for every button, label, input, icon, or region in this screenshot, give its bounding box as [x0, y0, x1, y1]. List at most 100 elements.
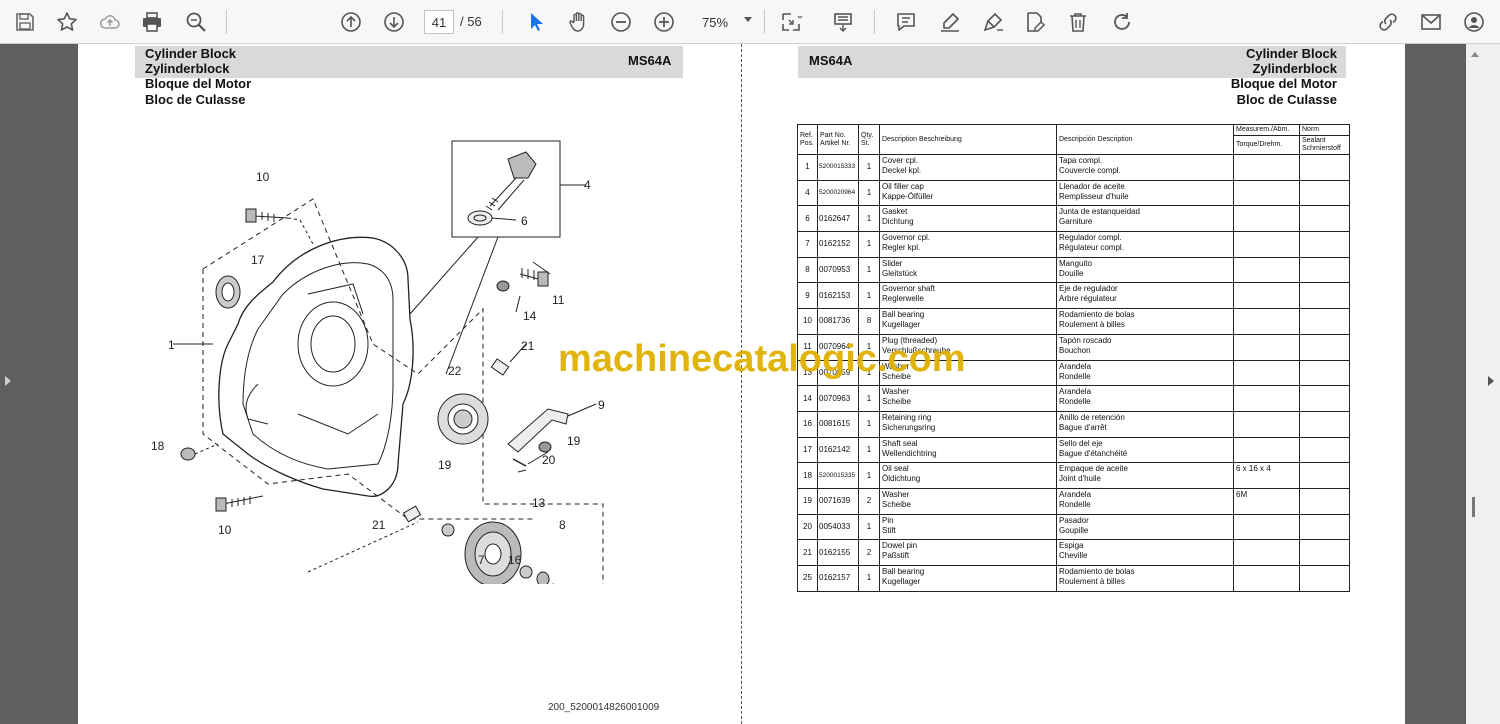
scrollbar-thumb[interactable]	[1472, 497, 1475, 517]
account-icon[interactable]	[1459, 7, 1489, 37]
header-ref: Ref. Pos.	[797, 124, 818, 155]
cell-ref: 8	[797, 256, 818, 284]
cell-ref: 25	[797, 565, 818, 592]
cell-qty: 1	[858, 205, 880, 233]
next-page-icon[interactable]	[379, 7, 409, 37]
toolbar-separator	[764, 10, 765, 34]
right-panel-toggle-icon[interactable]	[1488, 376, 1494, 386]
highlight-pen-icon[interactable]	[935, 7, 965, 37]
cell-ref: 17	[797, 436, 818, 464]
print-icon[interactable]	[137, 7, 167, 37]
save-icon[interactable]	[10, 7, 40, 37]
washer-13-shape	[536, 571, 550, 584]
cell-norm	[1299, 410, 1350, 438]
bookmark-star-icon[interactable]	[52, 7, 82, 37]
cell-norm	[1299, 308, 1350, 335]
header-description: Description Beschreibung	[879, 124, 1057, 155]
cell-ref: 4	[797, 179, 818, 207]
cell-part-no: 0081736	[817, 308, 859, 335]
callout-19b: 19	[438, 458, 452, 472]
cell-descripcion: Regulador compl.Régulateur compl.	[1056, 231, 1234, 258]
cell-ref: 18	[797, 462, 818, 489]
signature-pen-icon[interactable]	[978, 7, 1008, 37]
cell-measure	[1233, 256, 1300, 284]
cell-norm	[1299, 282, 1350, 310]
cell-qty: 2	[858, 487, 880, 515]
cylinder-block-inner	[242, 262, 394, 470]
select-cursor-icon[interactable]	[521, 7, 551, 37]
cell-measure	[1233, 205, 1300, 233]
toolbar-separator	[874, 10, 875, 34]
washer-19b-shape	[441, 523, 455, 537]
cell-description: Cover cpl.Deckel kpl.	[879, 154, 1057, 181]
cell-part-no: 0070953	[817, 256, 859, 284]
cell-part-no: 0162647	[817, 205, 859, 233]
scroll-mode-icon[interactable]	[828, 7, 858, 37]
page-spread-divider	[741, 44, 742, 724]
page-number-input[interactable]	[424, 10, 454, 34]
zoom-out-icon[interactable]	[606, 7, 636, 37]
edit-document-icon[interactable]	[1020, 7, 1050, 37]
redo-icon[interactable]	[1107, 7, 1137, 37]
toolbar-separator	[226, 10, 227, 34]
cell-measure: 6M	[1233, 487, 1300, 515]
cell-measure	[1233, 410, 1300, 438]
hand-tool-icon[interactable]	[563, 7, 593, 37]
vertical-scrollbar[interactable]	[1466, 44, 1500, 724]
header-norm: Norm	[1299, 124, 1350, 136]
cell-part-no: 0070959	[817, 359, 859, 387]
cell-norm	[1299, 539, 1350, 566]
cell-norm	[1299, 154, 1350, 181]
scroll-up-icon[interactable]	[1471, 52, 1479, 57]
cell-ref: 7	[797, 231, 818, 258]
page-footer-code: 200_5200014826001009	[548, 702, 660, 713]
cell-part-no: 5200020964	[817, 179, 859, 207]
cell-ref: 9	[797, 282, 818, 310]
exploded-parts-diagram: 10 17 4 6 11 14 1 21 22 9 19 20 18 19 13…	[151, 140, 605, 584]
callout-21a: 21	[521, 339, 535, 353]
gasket-ring-shape	[467, 210, 493, 226]
header-sealant: Sealant Schmierstoff	[1299, 135, 1350, 155]
cell-ref: 1	[797, 154, 818, 181]
right-title-es: Bloque del Motor	[1230, 76, 1337, 91]
page-fit-icon[interactable]	[776, 7, 806, 37]
link-tools-icon[interactable]	[1373, 7, 1403, 37]
diagram-dashed-boundary	[202, 198, 604, 584]
trash-icon[interactable]	[1063, 7, 1093, 37]
cell-measure	[1233, 231, 1300, 258]
find-zoom-icon[interactable]	[181, 7, 211, 37]
cell-part-no: 0071639	[817, 487, 859, 515]
cell-norm	[1299, 205, 1350, 233]
zoom-select[interactable]: 75%	[690, 10, 756, 34]
left-panel-toggle-icon[interactable]	[5, 376, 11, 386]
email-icon[interactable]	[1416, 7, 1446, 37]
cell-norm	[1299, 256, 1350, 284]
zoom-in-icon[interactable]	[649, 7, 679, 37]
cell-ref: 21	[797, 539, 818, 566]
header-part-no: Part No. Artikel Nr.	[817, 124, 859, 155]
cell-norm	[1299, 385, 1350, 412]
plug-11-shape	[519, 268, 539, 280]
zoom-value: 75%	[702, 14, 729, 30]
upload-cloud-icon[interactable]	[95, 7, 125, 37]
comment-icon[interactable]	[891, 7, 921, 37]
cell-ref: 14	[797, 385, 818, 412]
previous-page-icon[interactable]	[336, 7, 366, 37]
